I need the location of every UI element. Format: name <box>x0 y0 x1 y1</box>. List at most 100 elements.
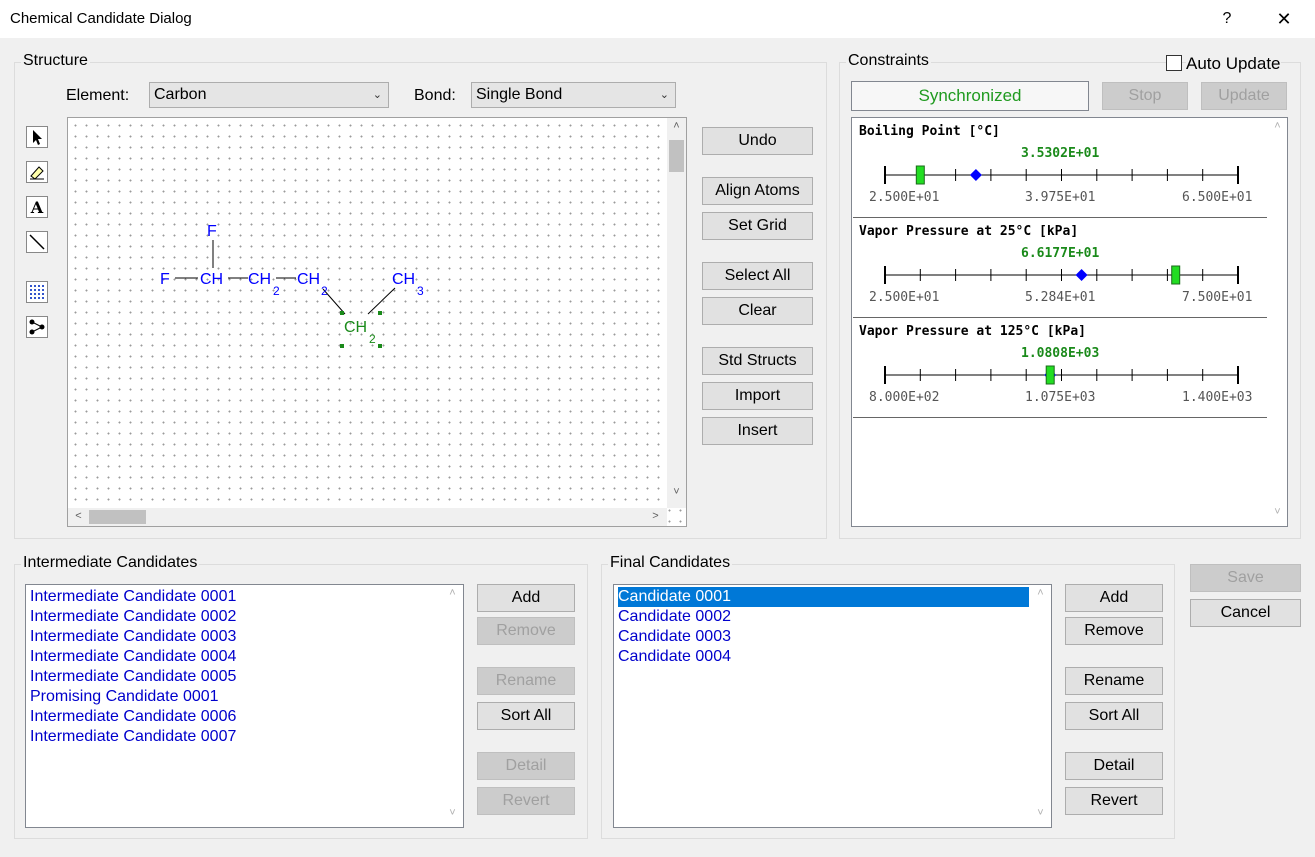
structure-canvas[interactable]: F F CH CH 2 CH 2 CH 3 CH 2 ˄ ˅ < > <box>67 117 687 527</box>
tick-label: 2.500E+01 <box>869 290 940 305</box>
eraser-icon[interactable] <box>26 161 48 183</box>
list-item[interactable]: Candidate 0003 <box>618 628 731 645</box>
scroll-up-icon[interactable]: ˄ <box>449 587 456 599</box>
help-button[interactable]: ? <box>1222 10 1232 27</box>
save-button[interactable]: Save <box>1190 564 1301 592</box>
scroll-right-icon[interactable]: > <box>652 510 659 522</box>
constraint-title: Boiling Point [°C] <box>859 124 1000 139</box>
list-item[interactable]: Intermediate Candidate 0007 <box>30 728 237 745</box>
final-detail-button[interactable]: Detail <box>1065 752 1163 780</box>
value-marker[interactable] <box>1045 365 1055 385</box>
scroll-down-icon[interactable]: ˅ <box>673 486 680 498</box>
stop-button[interactable]: Stop <box>1102 82 1188 110</box>
svg-text:A: A <box>30 198 44 217</box>
scroll-down-icon[interactable]: ˅ <box>1037 807 1044 819</box>
structure-group <box>14 62 827 539</box>
list-item[interactable]: Candidate 0001 <box>618 587 1029 607</box>
value-marker[interactable] <box>915 165 925 185</box>
title-bar: Chemical Candidate Dialog ? ✕ <box>0 0 1315 38</box>
grid-icon[interactable] <box>26 281 48 303</box>
scroll-up-icon[interactable]: ˄ <box>1037 587 1044 599</box>
constraints-scrollbar[interactable]: ˄ ˅ <box>1268 118 1287 526</box>
cancel-button[interactable]: Cancel <box>1190 599 1301 627</box>
molecule-drawing: F F CH CH 2 CH 2 CH 3 CH 2 <box>160 223 424 348</box>
list-item[interactable]: Intermediate Candidate 0005 <box>30 668 237 685</box>
canvas-horizontal-scrollbar[interactable]: < > <box>68 508 667 526</box>
close-button[interactable]: ✕ <box>1276 9 1292 29</box>
final-add-button[interactable]: Add <box>1065 584 1163 612</box>
constraints-group <box>839 62 1301 539</box>
scroll-up-icon[interactable]: ˄ <box>673 120 680 132</box>
scroll-left-icon[interactable]: < <box>75 510 82 522</box>
select-all-button[interactable]: Select All <box>702 262 813 290</box>
bond-select[interactable]: Single Bond ⌄ <box>471 82 676 108</box>
atom-label: CH <box>248 271 271 288</box>
insert-button[interactable]: Insert <box>702 417 813 445</box>
update-button[interactable]: Update <box>1201 82 1287 110</box>
intermediate-rename-button[interactable]: Rename <box>477 667 575 695</box>
constraint-slider[interactable] <box>853 362 1267 388</box>
target-diamond-marker[interactable] <box>969 169 982 181</box>
tick-label: 6.500E+01 <box>1182 190 1253 205</box>
final-scrollbar[interactable]: ˄ ˅ <box>1031 585 1050 827</box>
list-item[interactable]: Intermediate Candidate 0001 <box>30 588 237 605</box>
constraint-value: 6.6177E+01 <box>1021 246 1100 261</box>
tick-label: 8.000E+02 <box>869 390 940 405</box>
list-item[interactable]: Intermediate Candidate 0006 <box>30 708 237 725</box>
import-button[interactable]: Import <box>702 382 813 410</box>
auto-update-checkbox[interactable] <box>1166 55 1182 71</box>
list-item[interactable]: Promising Candidate 0001 <box>30 688 219 705</box>
selection-handle[interactable] <box>378 344 382 348</box>
auto-update-label: Auto Update <box>1186 54 1281 74</box>
final-rename-button[interactable]: Rename <box>1065 667 1163 695</box>
undo-button[interactable]: Undo <box>702 127 813 155</box>
scroll-down-icon[interactable]: ˅ <box>1274 506 1281 518</box>
atom-subscript: 3 <box>417 284 424 298</box>
element-select[interactable]: Carbon ⌄ <box>149 82 389 108</box>
bond-line-icon[interactable] <box>26 231 48 253</box>
intermediate-remove-button[interactable]: Remove <box>477 617 575 645</box>
atom-subscript: 2 <box>369 332 376 346</box>
list-item[interactable]: Intermediate Candidate 0002 <box>30 608 237 625</box>
final-group <box>601 564 1175 839</box>
text-tool-icon[interactable]: A <box>26 196 48 218</box>
molecule-icon[interactable] <box>26 316 48 338</box>
atom-label: CH <box>200 271 223 288</box>
selection-handle[interactable] <box>340 311 344 315</box>
clear-button[interactable]: Clear <box>702 297 813 325</box>
list-item[interactable]: Intermediate Candidate 0003 <box>30 628 237 645</box>
intermediate-sort-all-button[interactable]: Sort All <box>477 702 575 730</box>
intermediate-revert-button[interactable]: Revert <box>477 787 575 815</box>
constraint-row: Boiling Point [°C] 3.5302E+01 2.500E+01 … <box>853 118 1267 218</box>
final-remove-button[interactable]: Remove <box>1065 617 1163 645</box>
scrollbar-thumb[interactable] <box>669 140 684 172</box>
selection-handle[interactable] <box>340 344 344 348</box>
intermediate-scrollbar[interactable]: ˄ ˅ <box>443 585 462 827</box>
constraint-slider[interactable] <box>853 262 1267 288</box>
list-item[interactable]: Candidate 0002 <box>618 608 731 625</box>
std-structs-button[interactable]: Std Structs <box>702 347 813 375</box>
intermediate-group <box>14 564 588 839</box>
tick-label: 3.975E+01 <box>1025 190 1096 205</box>
scrollbar-thumb[interactable] <box>89 510 146 524</box>
scroll-up-icon[interactable]: ˄ <box>1274 120 1281 132</box>
tick-label: 5.284E+01 <box>1025 290 1096 305</box>
value-marker[interactable] <box>1171 265 1181 285</box>
list-item[interactable]: Intermediate Candidate 0004 <box>30 648 237 665</box>
scroll-down-icon[interactable]: ˅ <box>449 807 456 819</box>
set-grid-button[interactable]: Set Grid <box>702 212 813 240</box>
intermediate-add-button[interactable]: Add <box>477 584 575 612</box>
target-diamond-marker[interactable] <box>1075 269 1088 281</box>
canvas-vertical-scrollbar[interactable]: ˄ ˅ <box>667 118 686 508</box>
final-sort-all-button[interactable]: Sort All <box>1065 702 1163 730</box>
chevron-down-icon: ⌄ <box>372 89 382 101</box>
align-atoms-button[interactable]: Align Atoms <box>702 177 813 205</box>
constraint-slider[interactable] <box>853 162 1267 188</box>
final-revert-button[interactable]: Revert <box>1065 787 1163 815</box>
select-arrow-icon[interactable] <box>26 126 48 148</box>
list-item[interactable]: Candidate 0004 <box>618 648 731 665</box>
intermediate-detail-button[interactable]: Detail <box>477 752 575 780</box>
selection-handle[interactable] <box>378 311 382 315</box>
